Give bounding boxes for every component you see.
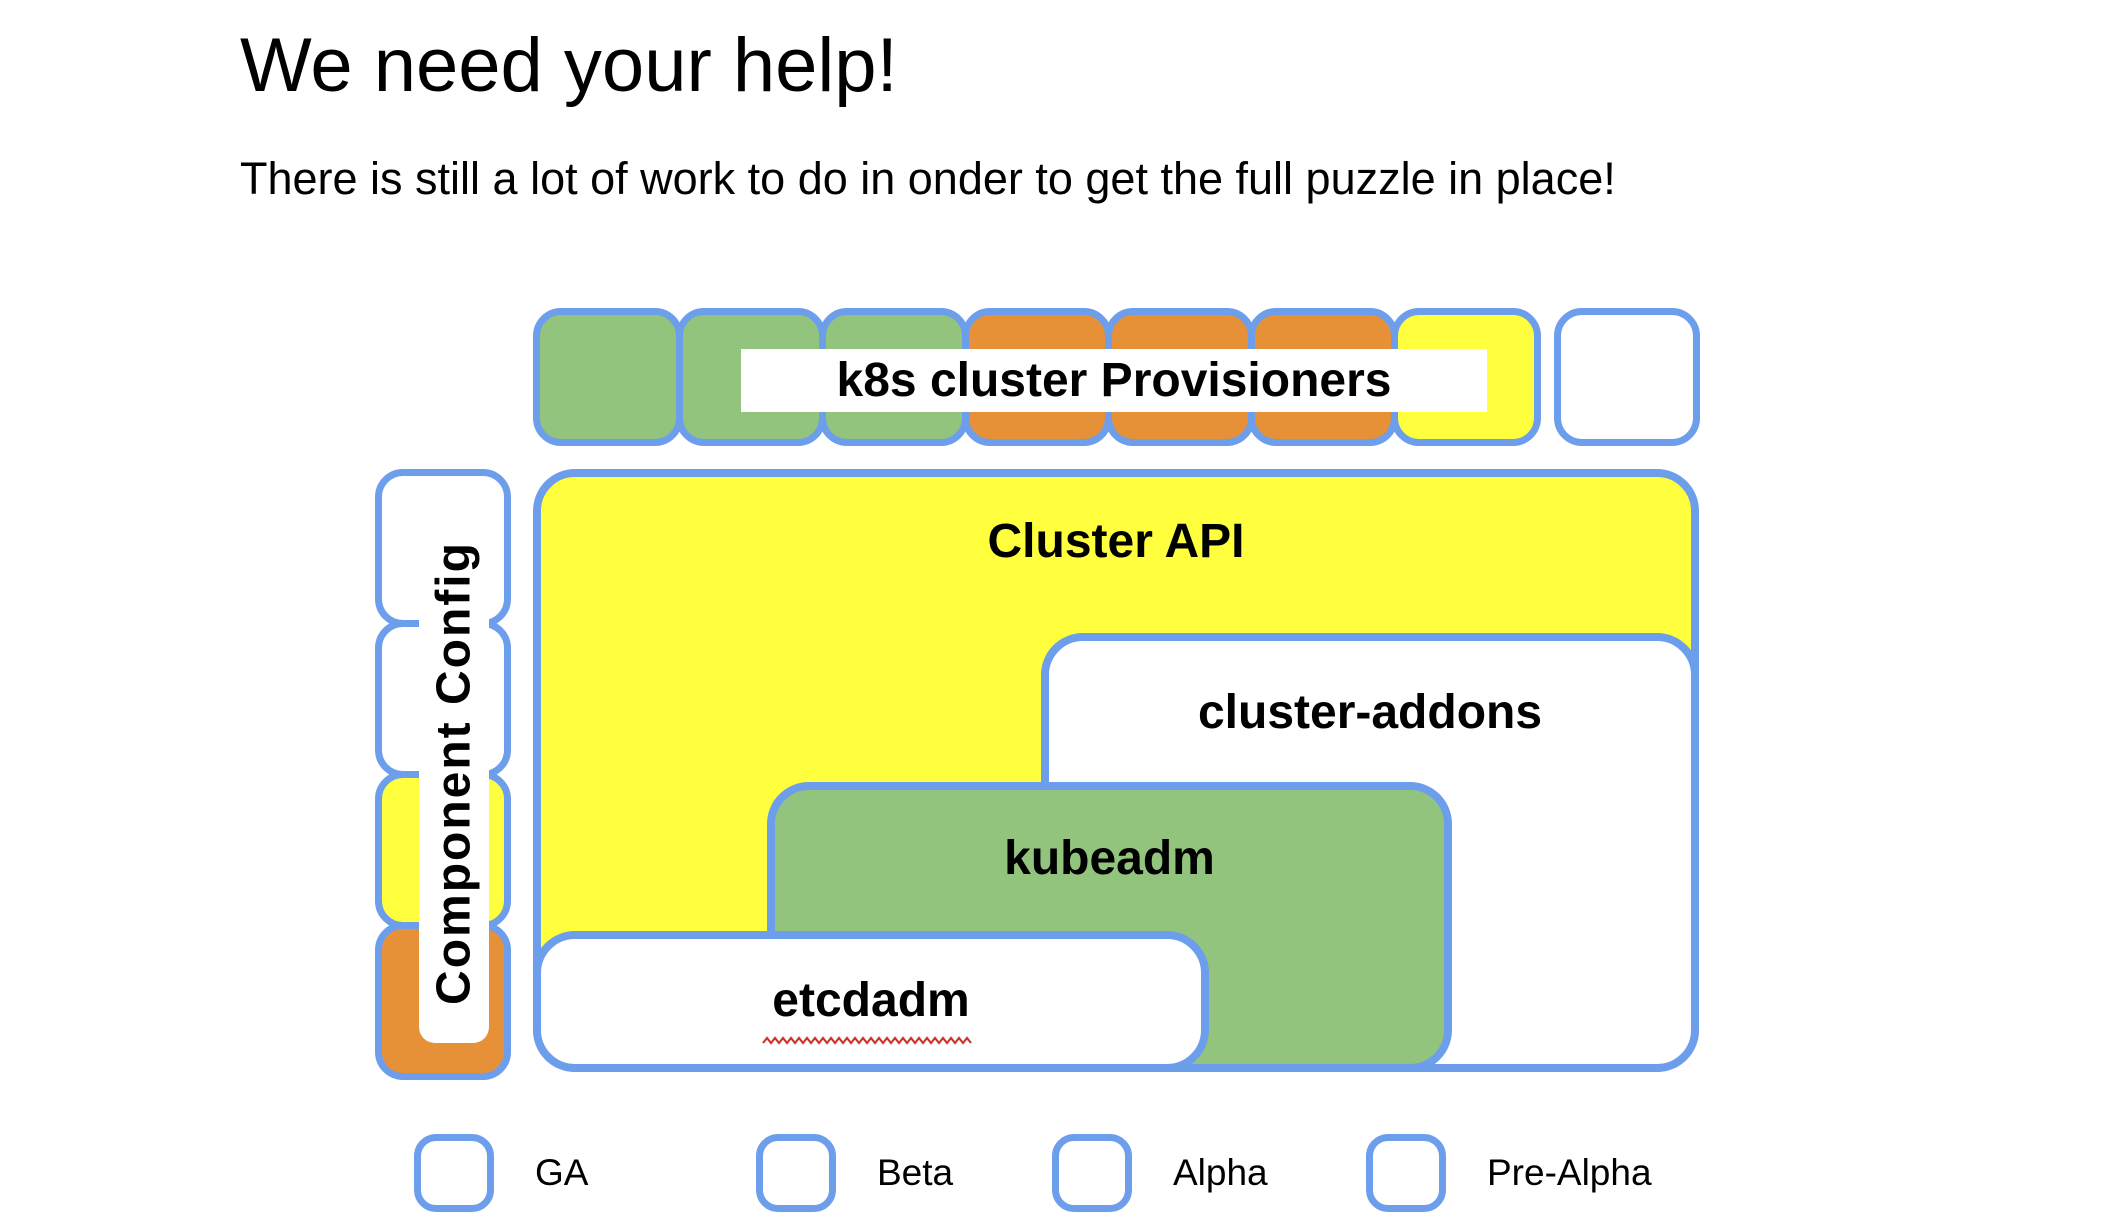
cluster-api-label: Cluster API [987, 515, 1245, 568]
legend-label-alpha: Alpha [1173, 1152, 1268, 1193]
legend-label-ga: GA [535, 1152, 589, 1193]
kubeadm-label: kubeadm [1004, 832, 1215, 885]
provisioner-piece-1 [533, 308, 683, 446]
page-title: We need your help! [240, 23, 898, 108]
component-config-label-band: Component Config [419, 503, 489, 1043]
etcdadm-box: etcdadm [533, 931, 1209, 1072]
etcdadm-label: etcdadm [772, 974, 970, 1027]
cluster-addons-label: cluster-addons [1197, 686, 1543, 739]
legend-label-beta: Beta [877, 1152, 954, 1193]
legend-swatch-ga [414, 1134, 494, 1212]
legend-swatch-pre-alpha [1366, 1134, 1446, 1212]
legend-swatch-beta [756, 1134, 836, 1212]
provisioners-row-label: k8s cluster Provisioners [741, 349, 1487, 412]
spellcheck-squiggle [762, 1036, 972, 1045]
legend-swatch-alpha [1052, 1134, 1132, 1212]
component-config-label: Component Config [427, 541, 481, 1005]
legend-label-pre-alpha: Pre-Alpha [1487, 1152, 1652, 1193]
provisioner-piece-8 [1554, 308, 1700, 446]
page-subtitle: There is still a lot of work to do in on… [240, 153, 1616, 204]
